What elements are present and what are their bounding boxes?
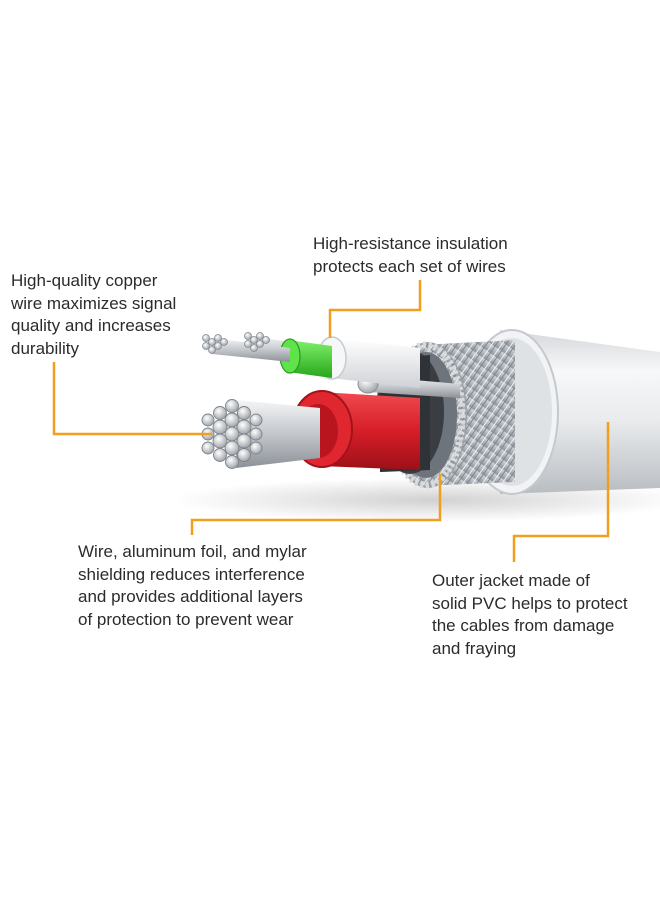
- callout-line: of protection to prevent wear: [78, 609, 294, 629]
- callout-line: the cables from damage: [432, 616, 615, 635]
- callout-insulation: High-resistance insulation protects each…: [313, 233, 508, 278]
- callout-line: High-resistance insulation: [313, 234, 508, 253]
- callout-line: protects each set of wires: [313, 256, 506, 276]
- small-strand-bundles: [202, 332, 270, 354]
- callout-line: High-quality copper: [11, 271, 158, 290]
- callout-line: durability: [11, 338, 80, 358]
- callout-line: solid PVC helps to protect: [432, 593, 628, 613]
- callout-line: Outer jacket made of: [432, 571, 590, 590]
- leader-line-jacket: [512, 422, 610, 562]
- callout-line: Wire, aluminum foil, and mylar: [78, 542, 307, 561]
- leader-lines: [52, 280, 610, 562]
- callout-line: wire maximizes signal: [11, 293, 177, 313]
- copper-strand-bundle: [201, 399, 320, 469]
- callout-outer-jacket: Outer jacket made of solid PVC helps to …: [432, 570, 628, 660]
- callout-line: quality and increases: [11, 316, 171, 335]
- callout-line: shielding reduces interference: [78, 564, 305, 584]
- callout-shielding: Wire, aluminum foil, and mylar shielding…: [78, 541, 307, 631]
- callout-line: and provides additional layers: [78, 587, 303, 606]
- callout-copper-wire: High-quality copper wire maximizes signa…: [11, 270, 176, 360]
- leader-line-insulation: [328, 280, 422, 338]
- leader-line-copper: [52, 362, 212, 436]
- white-insulated-wire: [250, 336, 420, 388]
- callout-line: and fraying: [432, 638, 517, 658]
- leader-line-shielding: [190, 474, 442, 535]
